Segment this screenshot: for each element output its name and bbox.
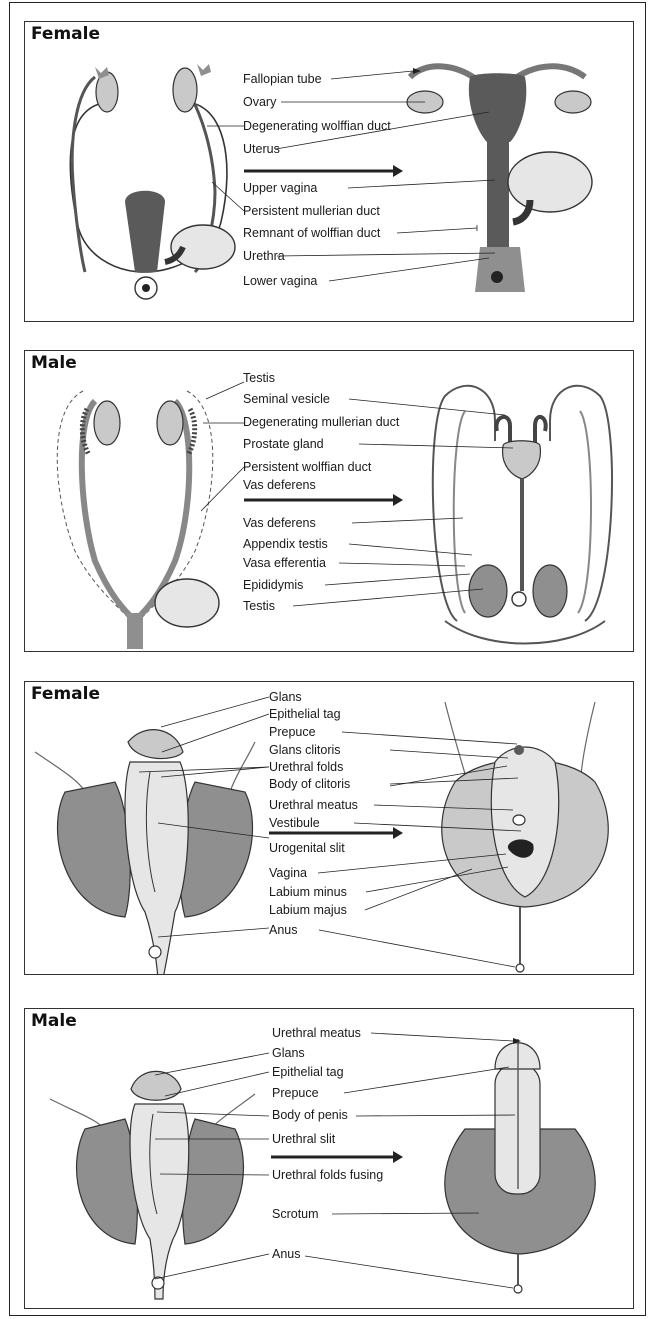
male-adult-external-illustration xyxy=(445,1039,595,1293)
panel-title-female-external: Female xyxy=(31,684,100,704)
label-vestibule: Vestibule xyxy=(269,816,320,830)
label-vas-deferens: Vas deferens xyxy=(243,516,316,530)
label-ovary: Ovary xyxy=(243,95,277,109)
label-prepuce: Prepuce xyxy=(272,1086,319,1100)
female-external-diagram: Glans Epithelial tag Prepuce Glans clito… xyxy=(25,682,633,974)
label-vasa-efferentia: Vasa efferentia xyxy=(243,556,326,570)
label-urethral-meatus: Urethral meatus xyxy=(272,1026,361,1040)
panel-male-internal: Testis Seminal vesicle Degenerating mull… xyxy=(24,350,634,652)
label-persistent-mullerian-duct: Persistent mullerian duct xyxy=(243,204,380,218)
male-external-diagram: Urethral meatus Glans Epithelial tag Pre… xyxy=(25,1009,633,1308)
label-urethral-slit: Urethral slit xyxy=(272,1132,336,1146)
label-body-of-penis: Body of penis xyxy=(272,1108,348,1122)
label-urethral-meatus: Urethral meatus xyxy=(269,798,358,812)
female-external-labels: Glans Epithelial tag Prepuce Glans clito… xyxy=(269,690,358,937)
label-prepuce: Prepuce xyxy=(269,725,316,739)
label-body-of-clitoris: Body of clitoris xyxy=(269,777,350,791)
label-epithelial-tag: Epithelial tag xyxy=(272,1065,344,1079)
male-adult-internal-illustration xyxy=(433,386,612,644)
label-degenerating-wolffian-duct: Degenerating wolffian duct xyxy=(243,119,391,133)
label-upper-vagina: Upper vagina xyxy=(243,181,317,195)
panel-female-internal: Fallopian tube Ovary Degenerating wolffi… xyxy=(24,21,634,322)
panel-title-male-internal: Male xyxy=(31,353,77,373)
label-lower-vagina: Lower vagina xyxy=(243,274,317,288)
label-remnant-wolffian-duct: Remnant of wolffian duct xyxy=(243,226,381,240)
female-early-ducts-illustration xyxy=(70,64,235,299)
label-vas-deferens-upper: Vas deferens xyxy=(243,478,316,492)
label-appendix-testis: Appendix testis xyxy=(243,537,328,551)
female-internal-diagram: Fallopian tube Ovary Degenerating wolffi… xyxy=(25,22,633,321)
label-anus: Anus xyxy=(269,923,298,937)
label-urethra: Urethra xyxy=(243,249,285,263)
label-testis-bottom: Testis xyxy=(243,599,275,613)
male-early-ducts-illustration xyxy=(57,391,219,649)
label-uterus: Uterus xyxy=(243,142,280,156)
label-glans: Glans xyxy=(269,690,302,704)
male-early-external-illustration xyxy=(50,1071,255,1299)
label-urogenital-slit: Urogenital slit xyxy=(269,841,345,855)
label-testis-top: Testis xyxy=(243,371,275,385)
label-anus: Anus xyxy=(272,1247,301,1261)
label-seminal-vesicle: Seminal vesicle xyxy=(243,392,330,406)
panel-female-external: Glans Epithelial tag Prepuce Glans clito… xyxy=(24,681,634,975)
label-prostate-gland: Prostate gland xyxy=(243,437,324,451)
label-degenerating-mullerian-duct: Degenerating mullerian duct xyxy=(243,415,400,429)
label-fallopian-tube: Fallopian tube xyxy=(243,72,322,86)
label-persistent-wolffian-duct: Persistent wolffian duct xyxy=(243,460,372,474)
panel-title-male-external: Male xyxy=(31,1011,77,1031)
label-glans-clitoris: Glans clitoris xyxy=(269,743,341,757)
panel-title-female-internal: Female xyxy=(31,24,100,44)
female-adult-internal-illustration xyxy=(407,66,592,292)
female-early-external-illustration xyxy=(35,730,255,974)
label-labium-minus: Labium minus xyxy=(269,885,347,899)
label-vagina: Vagina xyxy=(269,866,307,880)
label-epithelial-tag: Epithelial tag xyxy=(269,707,341,721)
male-internal-labels: Testis Seminal vesicle Degenerating mull… xyxy=(243,371,400,613)
female-adult-external-illustration xyxy=(442,702,608,972)
panel-male-external: Urethral meatus Glans Epithelial tag Pre… xyxy=(24,1008,634,1309)
male-internal-diagram: Testis Seminal vesicle Degenerating mull… xyxy=(25,351,633,651)
label-scrotum: Scrotum xyxy=(272,1207,319,1221)
male-external-labels: Urethral meatus Glans Epithelial tag Pre… xyxy=(272,1026,383,1261)
label-labium-majus: Labium majus xyxy=(269,903,347,917)
label-glans: Glans xyxy=(272,1046,305,1060)
label-urethral-folds: Urethral folds xyxy=(269,760,343,774)
label-urethral-folds-fusing: Urethral folds fusing xyxy=(272,1168,383,1182)
label-epididymis: Epididymis xyxy=(243,578,303,592)
